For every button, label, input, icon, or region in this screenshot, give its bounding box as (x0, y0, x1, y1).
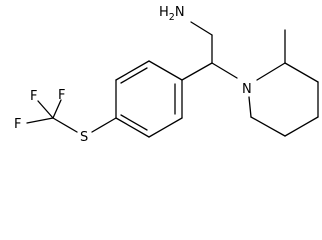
amine-nitrogen-symbol: N (175, 5, 185, 20)
bond-benzene-double-1 (120, 67, 148, 84)
amine-hydrogen-count: 2 (169, 12, 175, 23)
bond-benzene-5 (148, 117, 183, 138)
bond-s-cf3 (52, 117, 78, 133)
atom-label-piperidine-nitrogen: N (242, 82, 252, 97)
atom-label-layer: H2N N S F F F (14, 5, 252, 145)
atom-label-sulfur: S (80, 130, 88, 145)
chemical-structure: H2N N S F F F (14, 5, 319, 145)
bond-benzene-2 (115, 60, 150, 81)
atom-label-fluorine-top-right: F (58, 88, 65, 103)
bond-aryl-s (91, 117, 117, 133)
bond-layer (26, 21, 319, 138)
bond-benzene-double-3 (120, 114, 148, 131)
bond-benzene-1 (148, 60, 183, 81)
bond-c5-c6 (250, 116, 286, 137)
bond-benzene-4 (115, 117, 150, 138)
bond-c6-n (248, 96, 252, 118)
bond-ch-ring (181, 62, 213, 81)
bond-c-f-top-left (37, 100, 54, 119)
bond-c-f-left (26, 117, 54, 124)
bond-ch2-nh2 (190, 21, 213, 36)
atom-label-fluorine-top-left: F (30, 89, 37, 104)
amine-hydrogen-symbol: H (159, 5, 169, 20)
bond-ch-n (211, 62, 238, 79)
bond-c-f-top-right (52, 99, 62, 119)
bond-c2-c3 (284, 62, 319, 83)
atom-label-amine: H2N (159, 5, 185, 23)
bond-c4-c5 (284, 116, 319, 137)
atom-label-fluorine-left: F (14, 117, 21, 132)
bond-n-c2 (256, 62, 286, 81)
